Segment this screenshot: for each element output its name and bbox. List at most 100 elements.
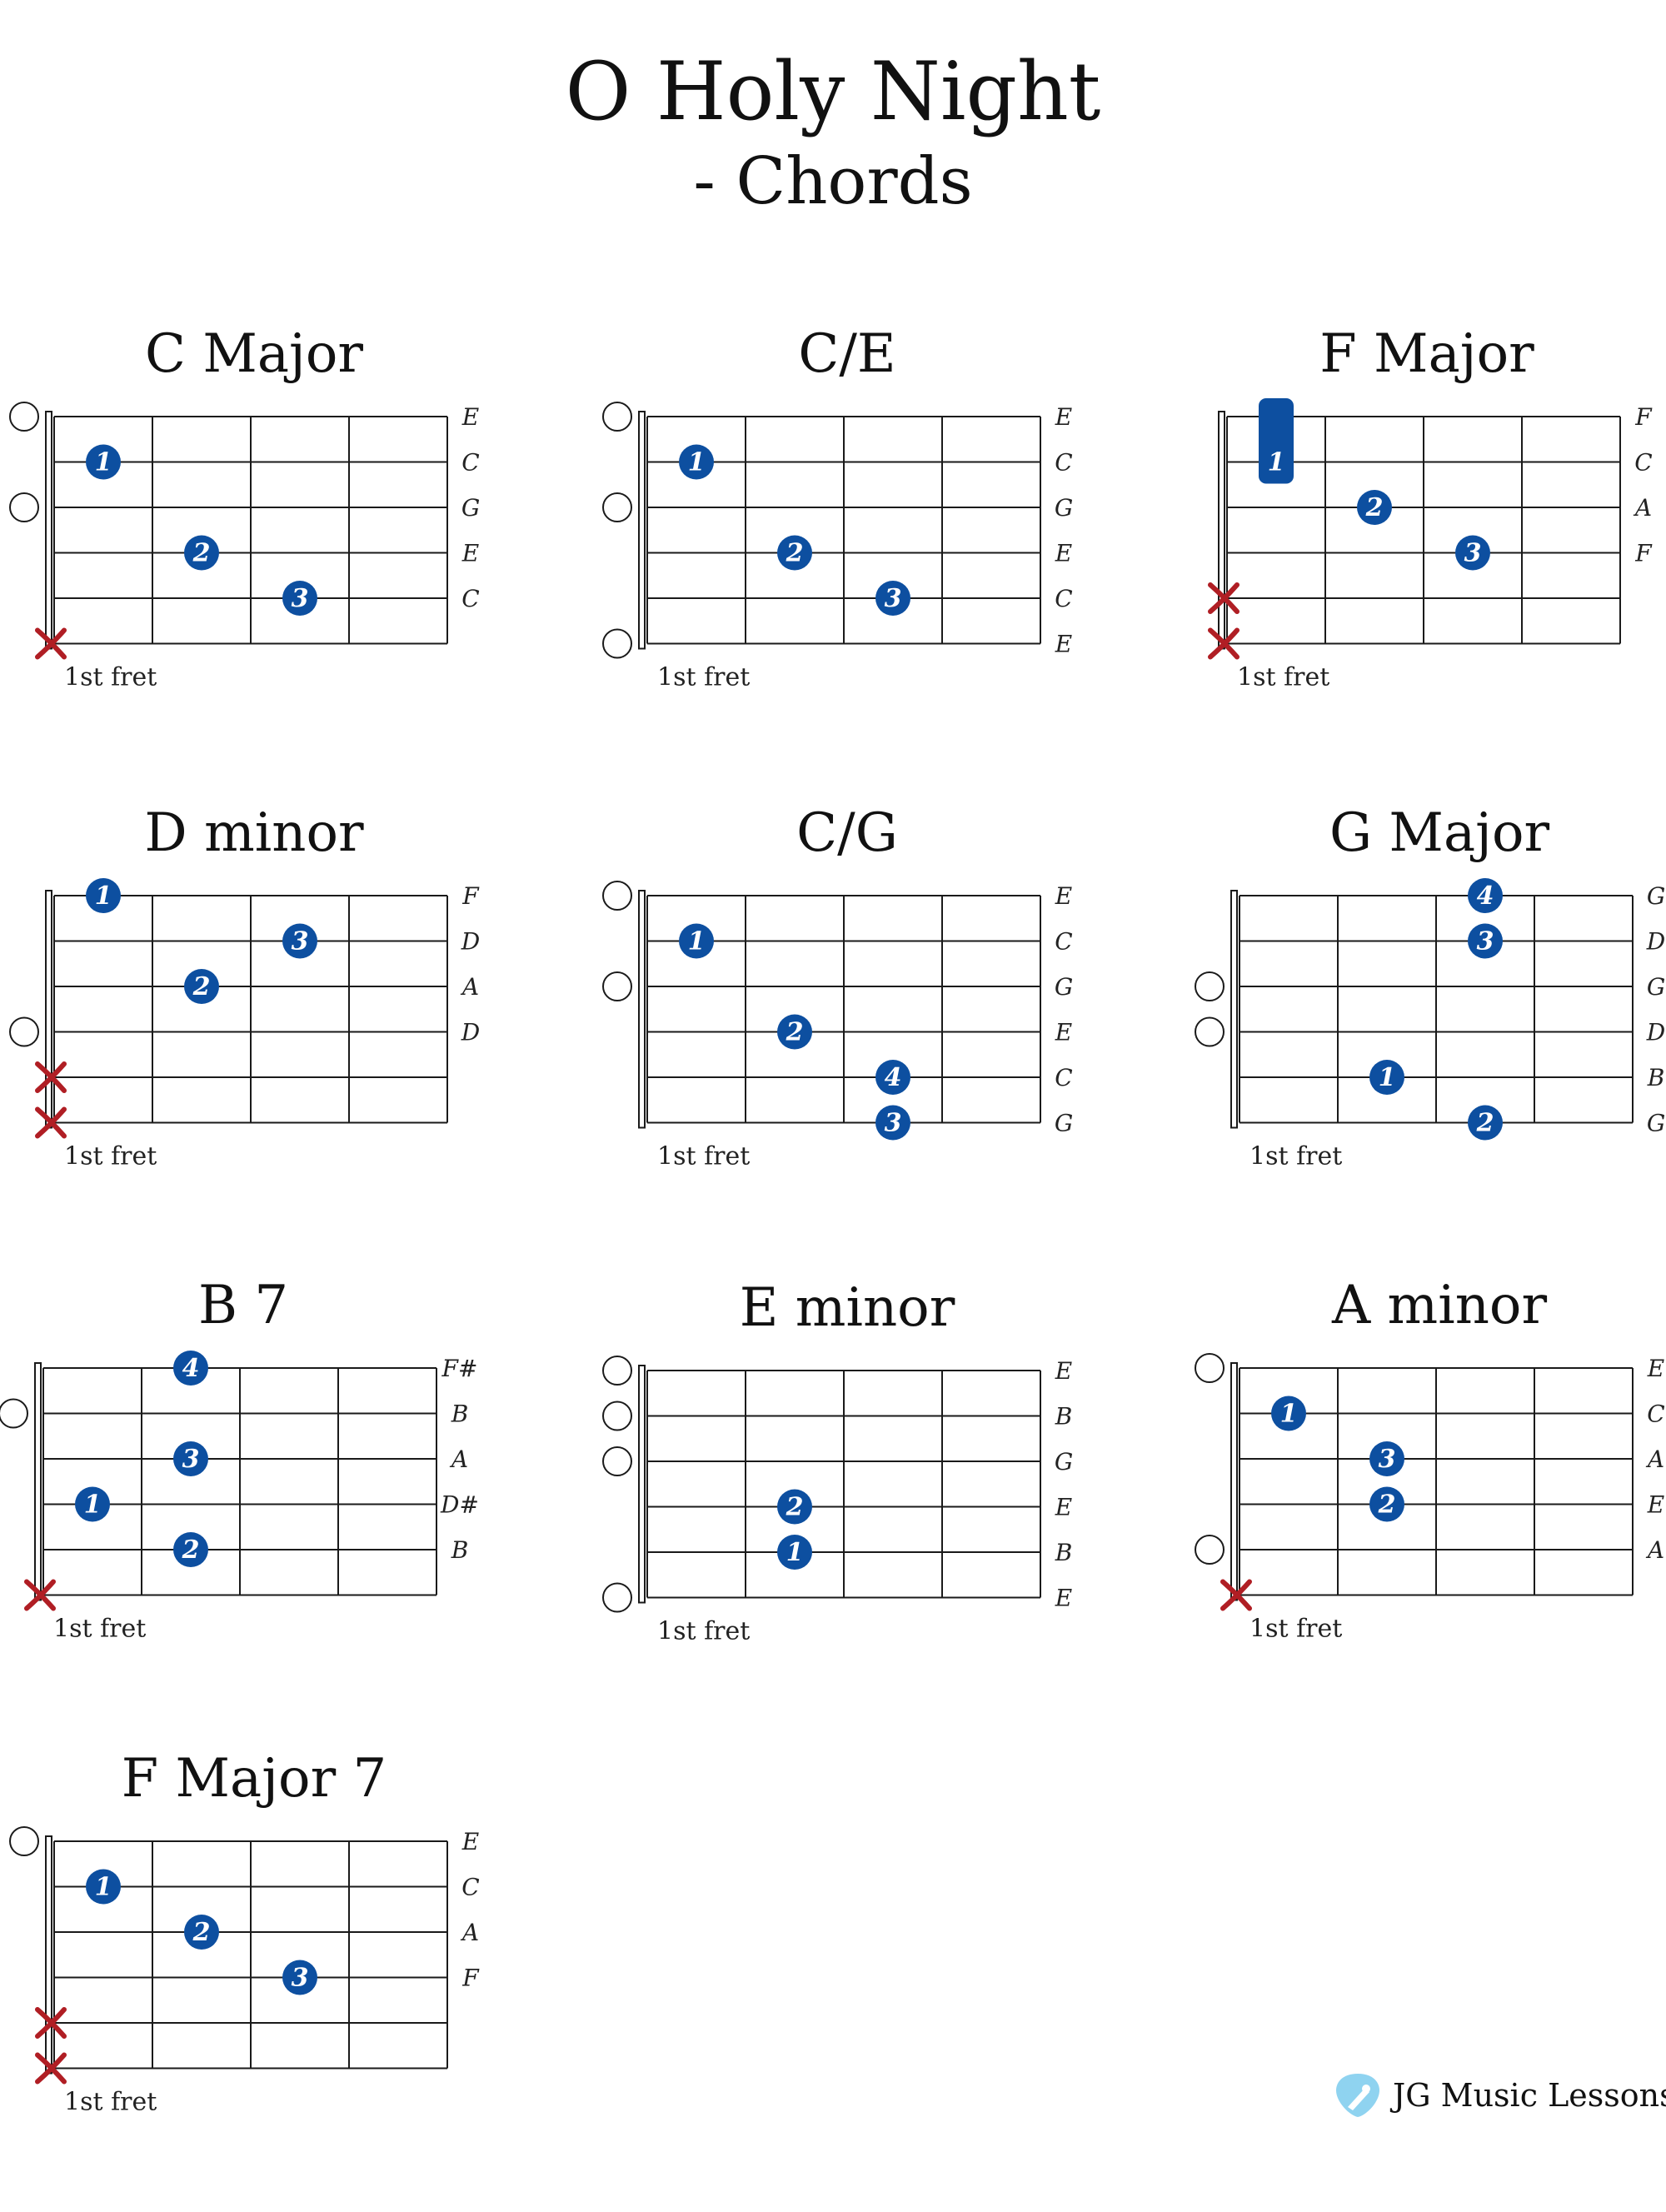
- finger-dot: [1455, 535, 1490, 571]
- string-label: F: [461, 1965, 480, 1992]
- muted-string-marker: [35, 2052, 67, 2085]
- nut: [638, 1365, 646, 1604]
- open-string-marker: [1195, 1353, 1225, 1383]
- muted-string-marker: [35, 2007, 67, 2039]
- finger-number: 1: [688, 927, 706, 956]
- finger-dot: [1468, 923, 1503, 959]
- finger-number: 3: [292, 927, 309, 956]
- open-string-marker: [602, 1356, 632, 1386]
- fret-label: 1st fret: [657, 663, 750, 692]
- string-label: F: [461, 882, 480, 910]
- string-label: D: [1646, 1019, 1665, 1046]
- muted-string-marker: [1220, 1579, 1252, 1611]
- finger-dot: [282, 1960, 317, 1995]
- open-string-marker: [602, 971, 632, 1001]
- finger-number: 2: [1476, 1109, 1494, 1138]
- page-subtitle: - Chords: [693, 144, 973, 219]
- finger-number: 3: [182, 1445, 200, 1474]
- fret-label: 1st fret: [64, 2088, 157, 2117]
- nut: [45, 890, 52, 1129]
- open-string-marker: [0, 1398, 28, 1429]
- finger-number: 1: [1268, 448, 1285, 477]
- chord-name: C Major: [145, 323, 363, 385]
- string-label: D: [1646, 928, 1665, 956]
- chord-name: A minor: [1331, 1275, 1548, 1336]
- string-label: F: [1634, 540, 1653, 567]
- fret-label: 1st fret: [64, 1142, 157, 1171]
- open-string-marker: [602, 881, 632, 911]
- string-label: G: [1055, 1448, 1073, 1475]
- brand: JG Music Lessons: [1333, 2066, 1666, 2125]
- nut: [34, 1362, 42, 1601]
- finger-number: 2: [192, 1918, 211, 1947]
- finger-number: 3: [885, 584, 902, 613]
- brand-name: JG Music Lessons: [1393, 2077, 1666, 2114]
- nut: [1230, 1362, 1238, 1601]
- string-label: C: [461, 449, 479, 477]
- open-string-marker: [602, 1446, 632, 1476]
- fret-label: 1st fret: [53, 1615, 146, 1644]
- chord-name: B 7: [197, 1275, 289, 1336]
- open-string-marker: [9, 1016, 39, 1047]
- finger-number: 1: [84, 1490, 102, 1520]
- string-label: A: [1633, 494, 1652, 522]
- string-label: E: [1647, 1491, 1664, 1519]
- string-label: E: [1055, 631, 1072, 658]
- nut: [1218, 411, 1225, 650]
- finger-dot: [173, 1532, 208, 1567]
- finger-number: 2: [182, 1535, 200, 1565]
- string-label: A: [1645, 1446, 1664, 1473]
- string-label: B: [1055, 1539, 1073, 1566]
- nut: [638, 890, 646, 1129]
- chord-name: E minor: [739, 1277, 955, 1339]
- string-label: G: [1647, 973, 1665, 1001]
- open-string-marker: [9, 402, 39, 432]
- finger-number: 2: [192, 539, 211, 568]
- finger-dot: [679, 923, 714, 959]
- string-label: C: [1647, 1401, 1664, 1428]
- chord-name: D minor: [144, 802, 364, 864]
- fret-label: 1st fret: [64, 663, 157, 692]
- string-label: G: [1647, 1110, 1665, 1137]
- open-string-marker: [602, 1582, 632, 1613]
- finger-dot: [173, 1351, 208, 1386]
- finger-dot: [1369, 1060, 1404, 1095]
- chord-name: G Major: [1329, 802, 1550, 864]
- string-label: G: [461, 494, 480, 522]
- open-string-marker: [602, 492, 632, 522]
- finger-number: 3: [1379, 1445, 1396, 1474]
- string-label: F: [1634, 403, 1653, 431]
- string-label: E: [1055, 1585, 1072, 1612]
- fret-label: 1st fret: [1250, 1142, 1342, 1171]
- finger-dot: [184, 535, 219, 571]
- string-label: B: [451, 1536, 469, 1564]
- string-label: F#: [441, 1355, 478, 1382]
- finger-number: 3: [1477, 927, 1494, 956]
- finger-dot: [1468, 1105, 1503, 1141]
- muted-string-marker: [1208, 627, 1240, 660]
- finger-dot: [86, 878, 121, 913]
- string-label: A: [1645, 1536, 1664, 1564]
- barre-marker: [1259, 398, 1294, 484]
- finger-dot: [282, 923, 317, 959]
- string-label: E: [461, 1828, 479, 1855]
- finger-number: 1: [1280, 1400, 1298, 1429]
- open-string-marker: [9, 492, 39, 522]
- finger-dot: [875, 581, 910, 616]
- open-string-marker: [1195, 1535, 1225, 1565]
- open-string-marker: [602, 402, 632, 432]
- nut: [45, 411, 52, 650]
- muted-string-marker: [35, 1061, 67, 1093]
